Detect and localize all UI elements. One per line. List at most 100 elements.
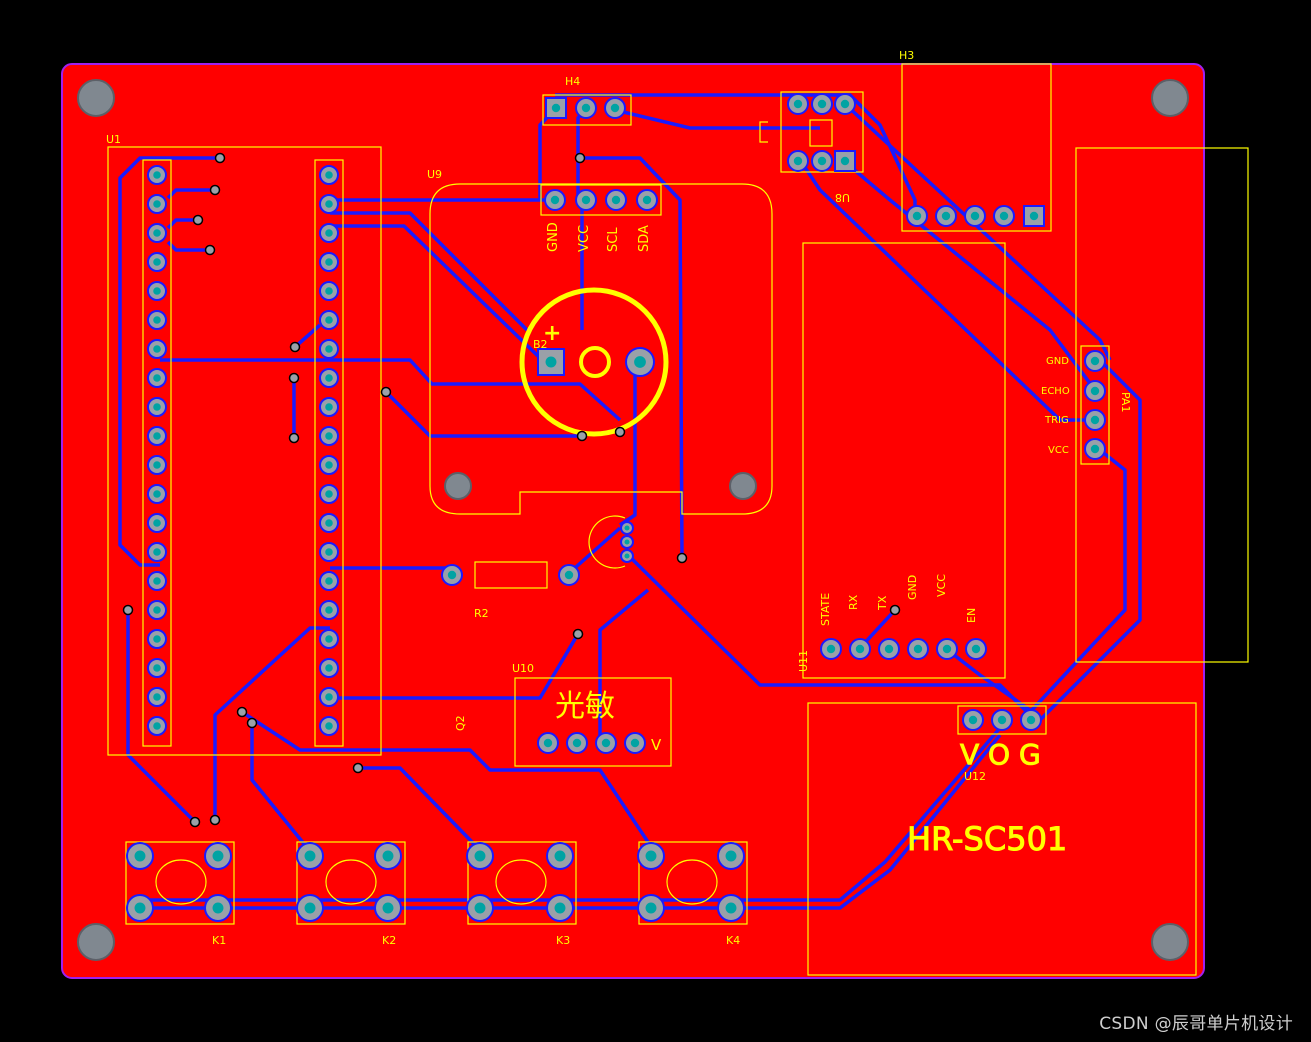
pad-hole bbox=[325, 229, 333, 237]
pad-hole bbox=[325, 722, 333, 730]
label-k3: K3 bbox=[556, 934, 570, 947]
pad-hole bbox=[968, 715, 978, 725]
pad-hole bbox=[1090, 415, 1100, 425]
pad-hole bbox=[826, 644, 836, 654]
buzzer-pin bbox=[537, 348, 565, 376]
us-pin-trig: TRIG bbox=[1044, 415, 1069, 426]
pad-hole bbox=[153, 490, 161, 498]
pad-hole bbox=[153, 258, 161, 266]
pad-hole bbox=[153, 519, 161, 527]
pad-hole bbox=[153, 403, 161, 411]
pad-hole bbox=[997, 715, 1007, 725]
pad-hole bbox=[624, 553, 630, 559]
oled-pin-gnd: GND bbox=[546, 222, 561, 252]
label-h4: H4 bbox=[565, 75, 580, 88]
via bbox=[352, 762, 364, 774]
oled-pin-sda: SDA bbox=[637, 225, 652, 252]
pad-hole bbox=[212, 902, 224, 914]
pad-hole bbox=[304, 850, 316, 862]
pad-hole bbox=[325, 635, 333, 643]
pad-hole bbox=[581, 195, 591, 205]
pad-hole bbox=[153, 635, 161, 643]
u12-pins: V O G bbox=[960, 738, 1041, 771]
via bbox=[288, 372, 300, 384]
bt-pin-rx: RX bbox=[847, 594, 860, 610]
bt-pin-tx: TX bbox=[876, 595, 889, 611]
us-pin-gnd: GND bbox=[1046, 356, 1069, 367]
pad-hole bbox=[942, 644, 952, 654]
pad-hole bbox=[153, 345, 161, 353]
buzzer-center bbox=[579, 346, 611, 378]
pad-hole bbox=[153, 606, 161, 614]
pad-hole bbox=[325, 693, 333, 701]
via bbox=[614, 426, 626, 438]
pad-hole bbox=[610, 103, 620, 113]
pad-hole bbox=[1090, 386, 1100, 396]
pad-hole bbox=[325, 258, 333, 266]
watermark: CSDN @辰哥单片机设计 bbox=[1099, 1014, 1293, 1034]
label-u10: U10 bbox=[512, 662, 534, 675]
pad-hole bbox=[564, 570, 574, 580]
pad-hole bbox=[793, 156, 803, 166]
pad-hole bbox=[624, 539, 630, 545]
via bbox=[380, 386, 392, 398]
pad-hole bbox=[550, 195, 560, 205]
pad-hole bbox=[153, 316, 161, 324]
pad-hole bbox=[971, 644, 981, 654]
pad-hole bbox=[153, 722, 161, 730]
label-pa1: PA1 bbox=[1119, 392, 1132, 412]
bt-pin-state: STATE bbox=[819, 593, 832, 626]
module-name: HR-SC501 bbox=[907, 820, 1067, 858]
oled-pin-vcc: VCC bbox=[577, 225, 592, 252]
bt-pin-gnd: GND bbox=[906, 575, 919, 600]
pad-hole bbox=[474, 902, 486, 914]
via bbox=[246, 717, 258, 729]
pad-hole bbox=[325, 403, 333, 411]
pad-hole bbox=[913, 644, 923, 654]
pad-hole bbox=[382, 850, 394, 862]
pad-hole bbox=[325, 171, 333, 179]
via bbox=[192, 214, 204, 226]
pad-hole bbox=[153, 664, 161, 672]
pad-hole bbox=[884, 644, 894, 654]
pad-hole bbox=[212, 850, 224, 862]
oled-pin-scl: SCL bbox=[606, 227, 621, 252]
pad-hole bbox=[325, 577, 333, 585]
pad-hole bbox=[1026, 715, 1036, 725]
label-r2: R2 bbox=[474, 607, 489, 620]
buzzer-ring bbox=[519, 287, 669, 437]
via bbox=[214, 152, 226, 164]
pad-hole bbox=[153, 577, 161, 585]
pad-hole bbox=[134, 850, 146, 862]
via bbox=[574, 152, 586, 164]
label-u9: U9 bbox=[427, 168, 442, 181]
pad-hole bbox=[581, 103, 591, 113]
pad-hole bbox=[554, 850, 566, 862]
pad-hole bbox=[545, 356, 557, 368]
pad-hole bbox=[153, 432, 161, 440]
pad-hole bbox=[382, 902, 394, 914]
pad-hole bbox=[1029, 211, 1039, 221]
pad-hole bbox=[1090, 444, 1100, 454]
pad-hole bbox=[725, 850, 737, 862]
pad-hole bbox=[325, 200, 333, 208]
buzzer-plus: + bbox=[543, 321, 561, 346]
pad-hole bbox=[554, 902, 566, 914]
pad-hole bbox=[325, 606, 333, 614]
pad-hole bbox=[601, 738, 611, 748]
via bbox=[189, 816, 201, 828]
pad-hole bbox=[970, 211, 980, 221]
light-sensor-label: 光敏 bbox=[555, 689, 615, 724]
light-sensor-v: V bbox=[651, 736, 662, 754]
pad-hole bbox=[840, 156, 850, 166]
pad-hole bbox=[325, 664, 333, 672]
pad-hole bbox=[153, 229, 161, 237]
pad-hole bbox=[572, 738, 582, 748]
pad-hole bbox=[153, 548, 161, 556]
pad-hole bbox=[793, 99, 803, 109]
pad-hole bbox=[817, 156, 827, 166]
pad-hole bbox=[325, 461, 333, 469]
pad-hole bbox=[325, 519, 333, 527]
pad-hole bbox=[817, 99, 827, 109]
pad-hole bbox=[645, 902, 657, 914]
